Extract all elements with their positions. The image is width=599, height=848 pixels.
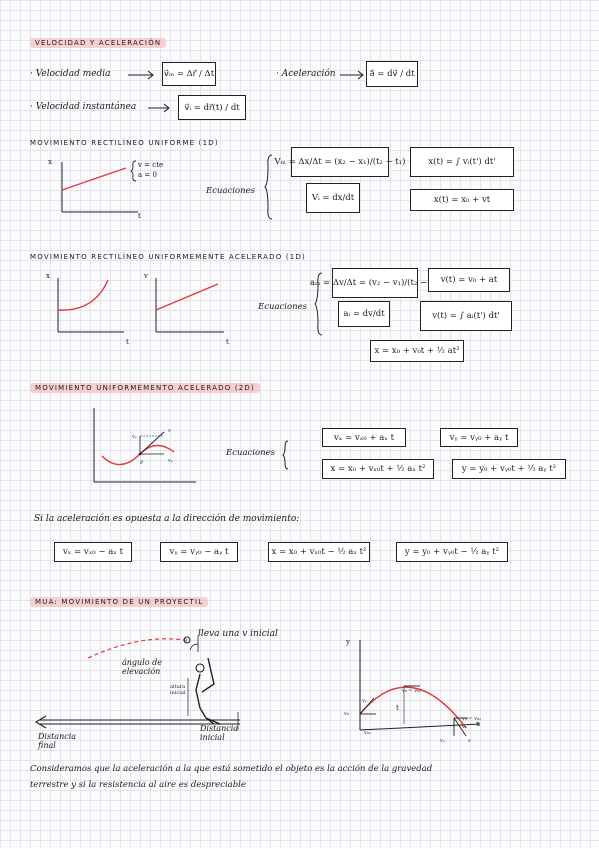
equation-2d-y: y = y₀ + vᵧ₀t + ½ aᵧ t²	[452, 459, 566, 479]
equation-mrua-posicion: x = x₀ + v₀t + ½ at²	[370, 340, 464, 362]
axis-label-v: v	[144, 272, 148, 280]
section-title-mru: Movimiento rectilíneo uniforme (1D)	[30, 139, 219, 147]
axis-label-t: t	[126, 338, 129, 346]
label-velocidad-media: · Velocidad media	[30, 69, 111, 79]
axis-label-y: y	[346, 638, 350, 646]
equation-mrua-velocidad: v(t) = v₀ + at	[428, 268, 510, 292]
label-vy-bottom: vᵧ	[440, 738, 445, 744]
label-lleva-v-inicial: lleva una v inicial	[198, 629, 278, 639]
label-ecuaciones: Ecuaciones	[206, 186, 255, 196]
label-distancia-inicial: Distancia inicial	[200, 724, 239, 742]
brace-icon	[282, 440, 289, 470]
equation-velocidad-instantanea: v⃗ᵢ = dr⃗(t) / dt	[178, 95, 246, 120]
label-vx: vₓ	[168, 458, 173, 464]
graph-x-vs-t-parabola	[57, 278, 124, 333]
equation-op-vx: vₓ = vₓ₀ − aₓ t	[54, 542, 132, 562]
equation-2d-vy: vᵧ = vᵧ₀ + aᵧ t	[440, 428, 518, 447]
label-v-bottom: v	[468, 738, 471, 744]
label-altura-inicial: altura inicial	[170, 684, 186, 696]
arrow-icon	[148, 103, 170, 113]
axis-label-x: x	[476, 720, 480, 728]
equation-aceleracion: a⃗ = dv⃗ / dt	[366, 61, 418, 87]
label-v0: v₀	[344, 711, 349, 717]
equation-op-y: y = y₀ + vᵧ₀t − ½ aᵧ t²	[396, 542, 508, 562]
label-theta: θ	[184, 638, 188, 644]
label-v: v	[168, 428, 171, 434]
label-vy: vᵧ	[132, 434, 137, 440]
section-title-mrua: Movimiento rectilíneo uniformemente acel…	[30, 253, 306, 261]
brace-icon	[129, 160, 137, 182]
label-angulo-elevacion: ángulo de elevación	[122, 658, 162, 676]
label-vy: vᵧ	[362, 698, 367, 704]
section-title-velocidad-aceleracion: Velocidad y aceleración	[30, 38, 167, 48]
equation-mru-velocidad-instantanea: Vᵢ = dx/dt	[306, 183, 360, 213]
graph-v-vs-t-linear	[155, 278, 224, 333]
axis-label-t: t	[138, 212, 141, 220]
equation-mrua-aceleracion-instantanea: aᵢ = dv/dt	[338, 301, 390, 327]
label-aceleracion: · Aceleración	[276, 69, 336, 79]
brace-icon	[264, 154, 273, 220]
brace-icon	[314, 272, 323, 336]
conclusion-line-2: terrestre y si la resistencia al aire es…	[30, 780, 246, 790]
label-vox: v₀ₓ	[364, 730, 371, 736]
label-ecuaciones: Ecuaciones	[258, 302, 307, 312]
graph-projectile-parabola	[359, 640, 481, 737]
condition-a-zero: a = 0	[138, 171, 157, 179]
label-ecuaciones: Ecuaciones	[226, 448, 275, 458]
label-p: P	[140, 460, 144, 466]
conclusion-line-1: Consideramos que la aceleración a la que…	[30, 764, 433, 774]
label-v0x-right: v₀ = v₀ₓ	[462, 716, 482, 722]
equation-mrua-aceleracion-media: aₘ = Δv/Δt = (v₂ − v₁)/(t₂ − t₁)	[310, 268, 440, 298]
label-velocidad-instantanea: · Velocidad instantánea	[30, 102, 137, 112]
arrow-icon	[128, 70, 154, 80]
axis-label-t: t	[226, 338, 229, 346]
section-title-mua-2d: Movimiento uniformemento acelerado (2D)	[30, 383, 260, 393]
equation-mru-integral: x(t) = ∫ vᵢ(t') dt'	[410, 147, 514, 177]
label-distancia-final: Distancia final	[38, 732, 77, 750]
illustration-projectile-launch	[34, 636, 240, 730]
equation-2d-vx: vₓ = vₓ₀ + aₓ t	[322, 428, 406, 447]
equation-velocidad-media: v⃗ₘ = Δr⃗ / Δt	[162, 62, 216, 86]
section-title-proyectil: MUA: Movimiento de un proyectil	[30, 597, 209, 607]
equation-mru-velocidad-media: Vₘ = Δx/Δt = (x₂ − x₁)/(t₂ − t₁)	[275, 147, 406, 177]
equation-op-x: x = x₀ + vₓ₀t − ½ aₓ t²	[268, 542, 370, 562]
label-vx-bottom: vₓ	[462, 724, 467, 730]
label-t: t	[396, 704, 399, 712]
equation-op-vy: vᵧ = vᵧ₀ − aᵧ t	[160, 542, 238, 562]
equation-mrua-integral: v(t) = ∫ aᵢ(t') dt'	[420, 301, 512, 331]
condition-v-cte: v = cte	[138, 161, 164, 169]
axis-label-x: x	[46, 272, 50, 280]
equation-2d-x: x = x₀ + vₓ₀t + ½ aₓ t²	[322, 459, 434, 479]
axis-label-x: x	[48, 158, 52, 166]
graph-2d-trajectory	[93, 408, 196, 483]
note-aceleracion-opuesta: Si la aceleración es opuesta a la direcc…	[34, 514, 300, 524]
label-v-top: v₀ = v₀ₓ	[402, 688, 422, 694]
arrow-icon	[340, 70, 364, 80]
equation-mru-posicion: x(t) = x₀ + vt	[410, 189, 514, 211]
graph-x-vs-t-linear	[61, 162, 138, 213]
